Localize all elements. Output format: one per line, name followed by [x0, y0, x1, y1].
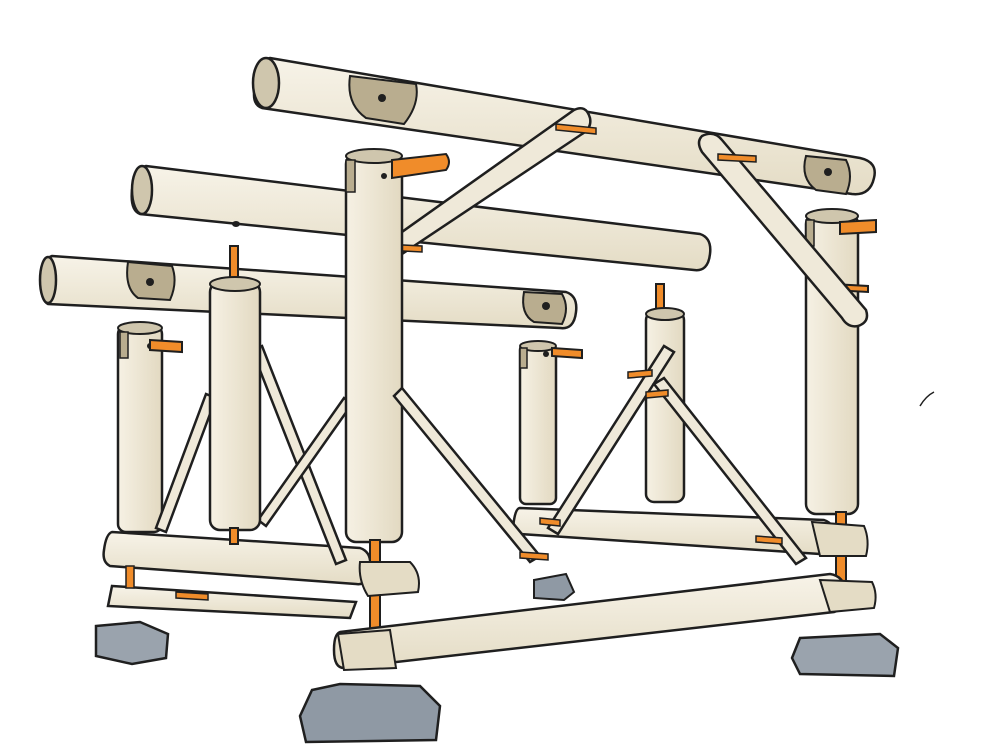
- post-front-left: [208, 245, 262, 545]
- top-beam-middle-end: [130, 164, 154, 216]
- peg-brace-right-2: [645, 389, 669, 399]
- post-back-center: [518, 340, 583, 506]
- peg-top-brace-2: [717, 153, 757, 163]
- peg-front-center-top: [391, 152, 450, 180]
- top-beam-front-hole-2: [542, 302, 550, 310]
- peg-bottom-center: [519, 551, 549, 561]
- peg-front-right-top: [839, 218, 877, 236]
- sill-right-back: [810, 520, 869, 557]
- bottom-sills-front: [125, 517, 877, 672]
- top-beam-front-hole-1: [146, 278, 154, 286]
- foundation-stones: [94, 572, 900, 744]
- peg-brace-right-1: [627, 369, 653, 379]
- top-beam-long-hole-2: [824, 168, 832, 176]
- top-diagonal-braces: [360, 107, 869, 328]
- top-beam-middle-hole: [232, 221, 240, 227]
- stone-front-center: [298, 682, 442, 744]
- bottom-rails-back: [102, 506, 836, 620]
- top-beam-front: [40, 254, 578, 330]
- braces-left: [154, 344, 354, 566]
- braces-right: [546, 344, 808, 566]
- sketch-mark: [919, 391, 935, 407]
- post-back-left: [116, 321, 183, 534]
- brace-front-center: [392, 386, 549, 564]
- sill-middle: [358, 561, 420, 598]
- top-beam-long-hole-1: [378, 94, 386, 102]
- sill-right-end: [818, 578, 877, 614]
- peg-sill-left: [175, 591, 209, 601]
- top-beam-front-end: [38, 255, 58, 305]
- stone-front-left: [94, 620, 170, 666]
- peg-top-brace-1: [555, 123, 597, 135]
- stone-front-right: [790, 632, 900, 678]
- peg-back-center-top: [551, 346, 583, 360]
- stone-back-center: [533, 572, 576, 602]
- peg-bottom-back-center: [539, 517, 561, 527]
- peg-sill-right: [755, 535, 783, 545]
- peg-back-left-top: [149, 338, 183, 354]
- top-beam-long-end: [251, 56, 281, 110]
